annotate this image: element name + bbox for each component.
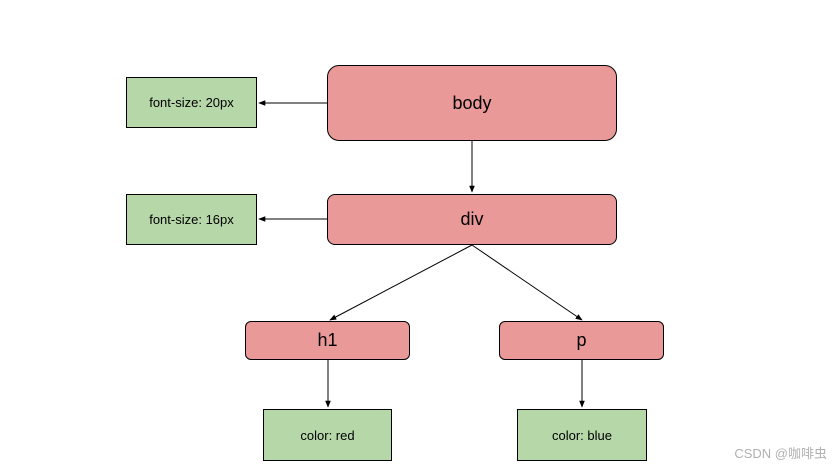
edge-div-to-p [471, 244, 583, 321]
element-node-body: body [327, 65, 617, 141]
watermark: CSDN @咖啡虫 [734, 446, 827, 461]
style-node-h1-color: color: red [263, 409, 392, 461]
element-node-label: p [576, 330, 587, 350]
element-node-label: body [452, 92, 492, 113]
element-node-h1: h1 [245, 321, 410, 360]
element-node-div: div [327, 194, 617, 245]
edge-div-to-h1 [329, 244, 473, 321]
element-node-p: p [499, 321, 664, 360]
style-node-div-font-size: font-size: 16px [126, 194, 257, 245]
element-node-label: h1 [317, 330, 338, 350]
style-node-label: font-size: 16px [149, 212, 234, 227]
style-node-label: font-size: 20px [149, 95, 234, 110]
style-node-label: color: red [300, 427, 355, 443]
style-node-body-font-size: font-size: 20px [126, 77, 257, 128]
element-node-label: div [460, 209, 484, 229]
style-node-p-color: color: blue [517, 409, 647, 461]
style-node-label: color: blue [552, 427, 612, 443]
